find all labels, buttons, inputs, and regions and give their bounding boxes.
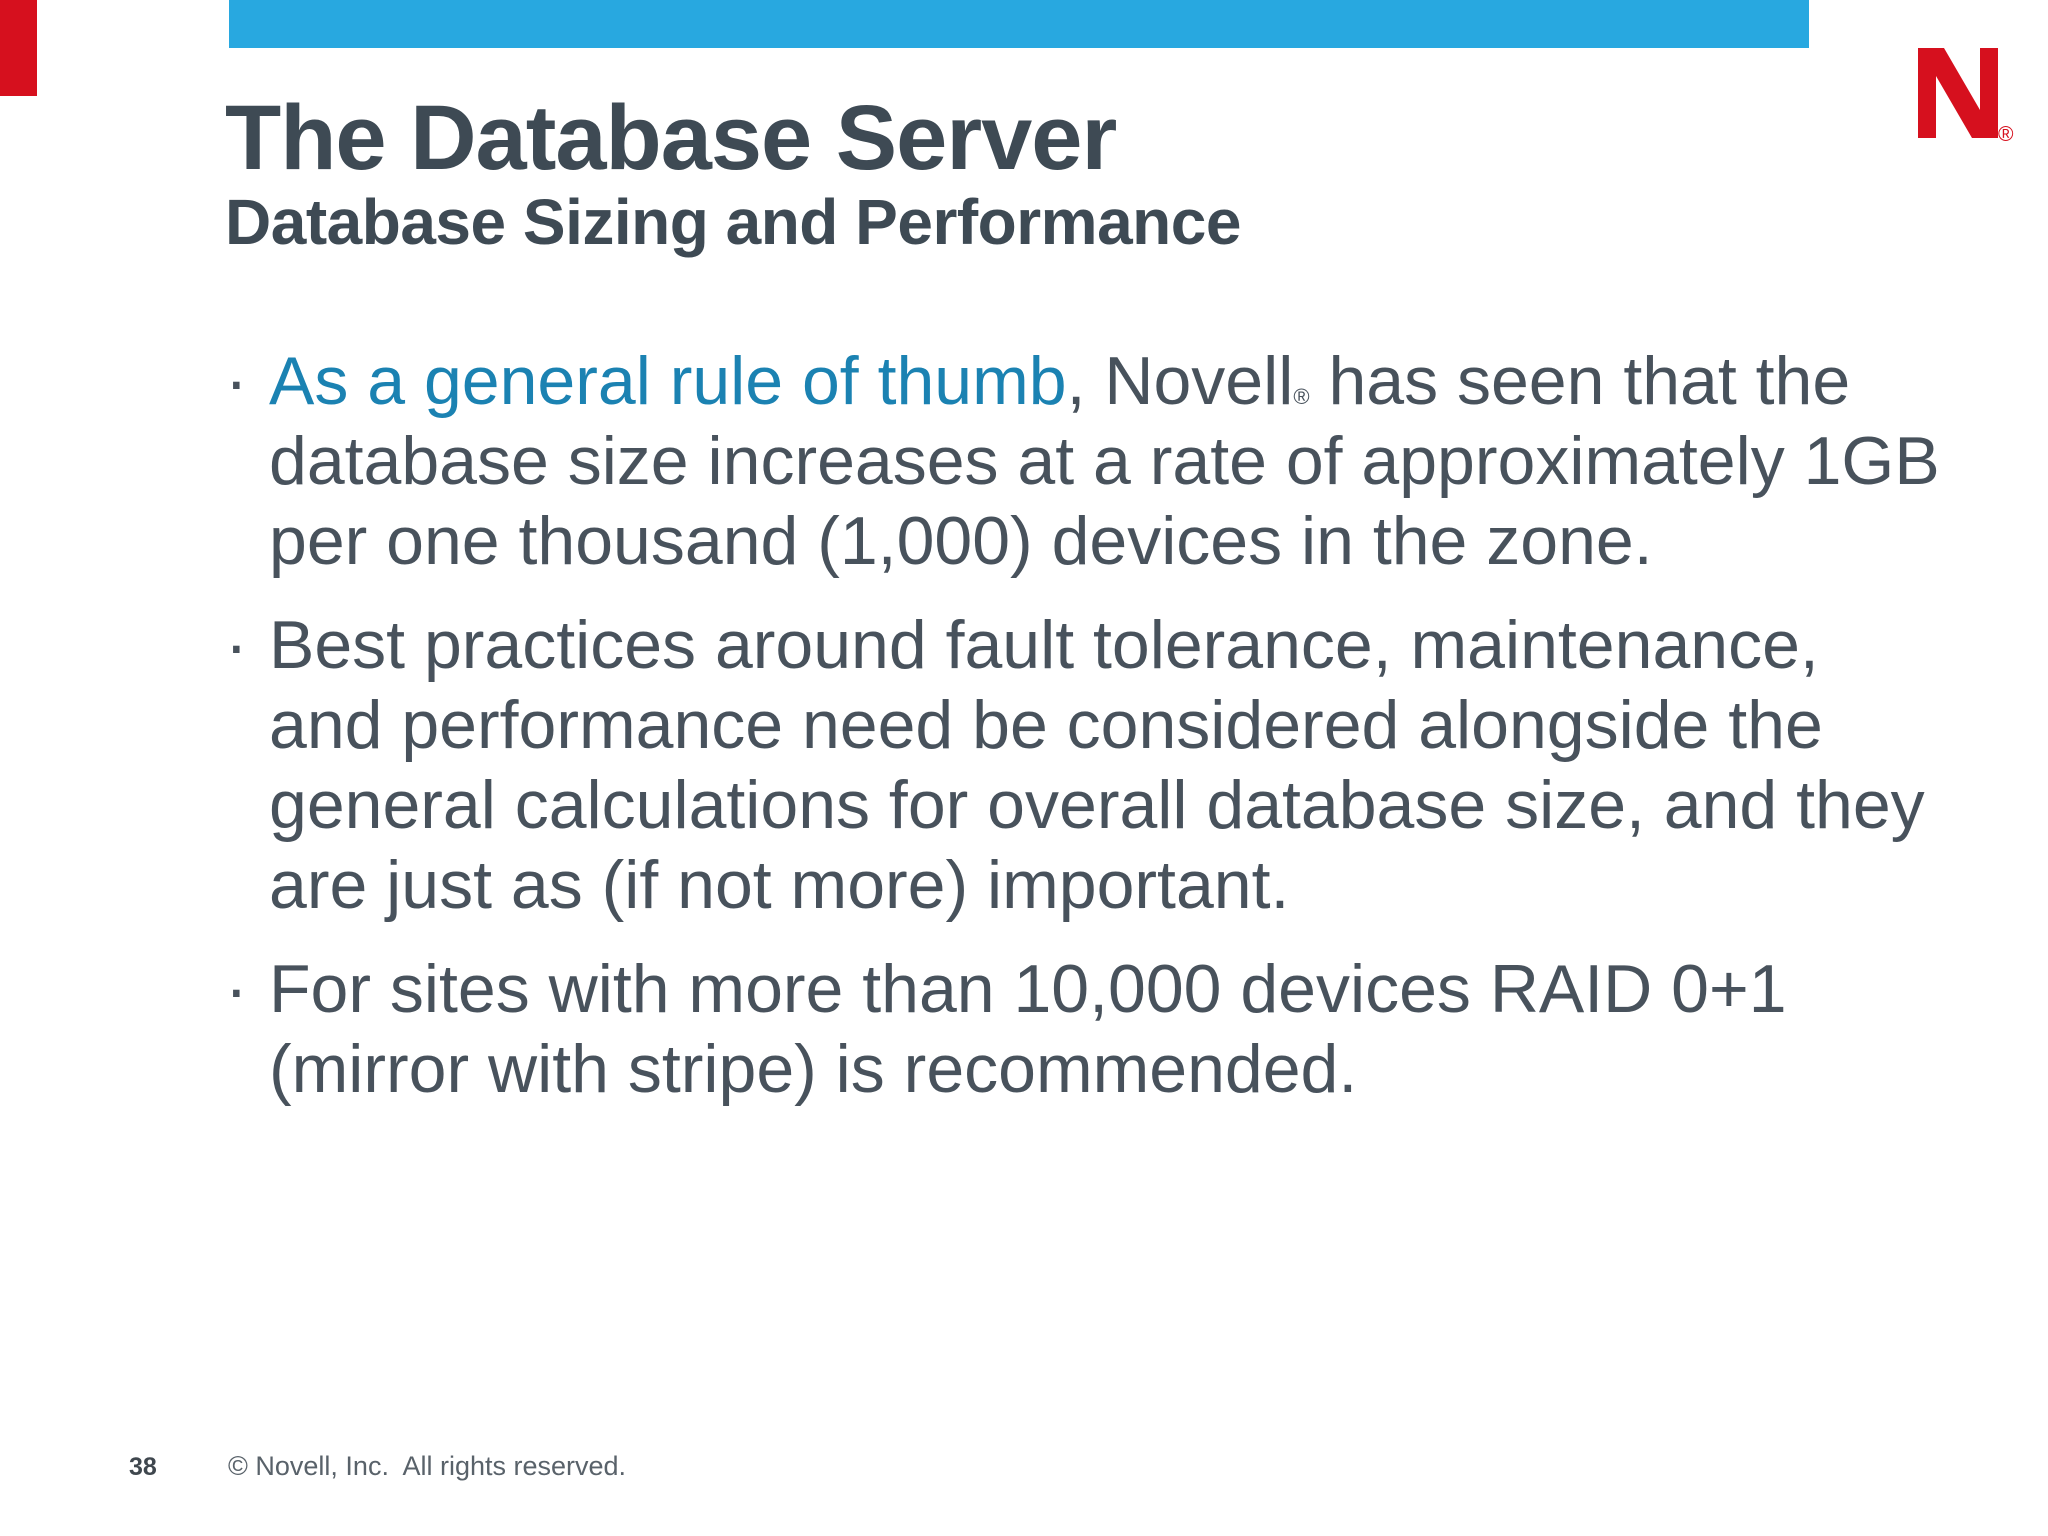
page-number: 38 (129, 1453, 157, 1481)
slide-title: The Database Server (225, 87, 1117, 189)
novell-logo: ® (1918, 48, 2018, 146)
bullet-3-line-1: For sites with more than 10,000 devices … (269, 951, 1787, 1027)
slide-subtitle: Database Sizing and Performance (225, 186, 1241, 258)
bullet-2-line-2: and performance need be considered along… (269, 687, 1823, 763)
bullet-2-line-3: general calculations for overall databas… (269, 767, 1925, 843)
logo-registered-mark: ® (1998, 123, 2014, 146)
bullet-2-line-4: are just as (if not more) important. (269, 847, 1290, 923)
registered-mark: ® (1293, 384, 1310, 409)
bullet-1-emphasis-text: As a general rule of thumb (269, 343, 1067, 419)
bullet-3-line-2: (mirror with stripe) is recommended. (269, 1031, 1358, 1107)
bullet-item-3: · For sites with more than 10,000 device… (225, 949, 2015, 1109)
bullet-dot-icon: · (225, 951, 248, 1027)
bullet-1-text-b: has seen that the (1309, 343, 1851, 419)
bullet-dot-icon: · (225, 343, 248, 419)
red-accent-tab (0, 0, 37, 96)
bullet-1-line-2: database size increases at a rate of app… (269, 423, 1940, 499)
bullet-item-2: · Best practices around fault tolerance,… (225, 605, 2015, 925)
bullet-1-text-a: , Novell (1066, 343, 1294, 419)
header-accent-bar (229, 0, 1809, 48)
bullet-item-1: · As a general rule of thumb, Novell® ha… (225, 341, 2015, 581)
bullet-dot-icon: · (225, 607, 248, 683)
bullet-1-line-3: per one thousand (1,000) devices in the … (269, 503, 1653, 579)
bullet-2-line-1: Best practices around fault tolerance, m… (269, 607, 1819, 683)
copyright-text: © Novell, Inc. All rights reserved. (228, 1451, 627, 1481)
novell-n-icon (1918, 48, 1998, 138)
bullet-list: · As a general rule of thumb, Novell® ha… (225, 341, 2015, 1133)
bullet-1-line-1: As a general rule of thumb, Novell® has … (269, 341, 2015, 421)
